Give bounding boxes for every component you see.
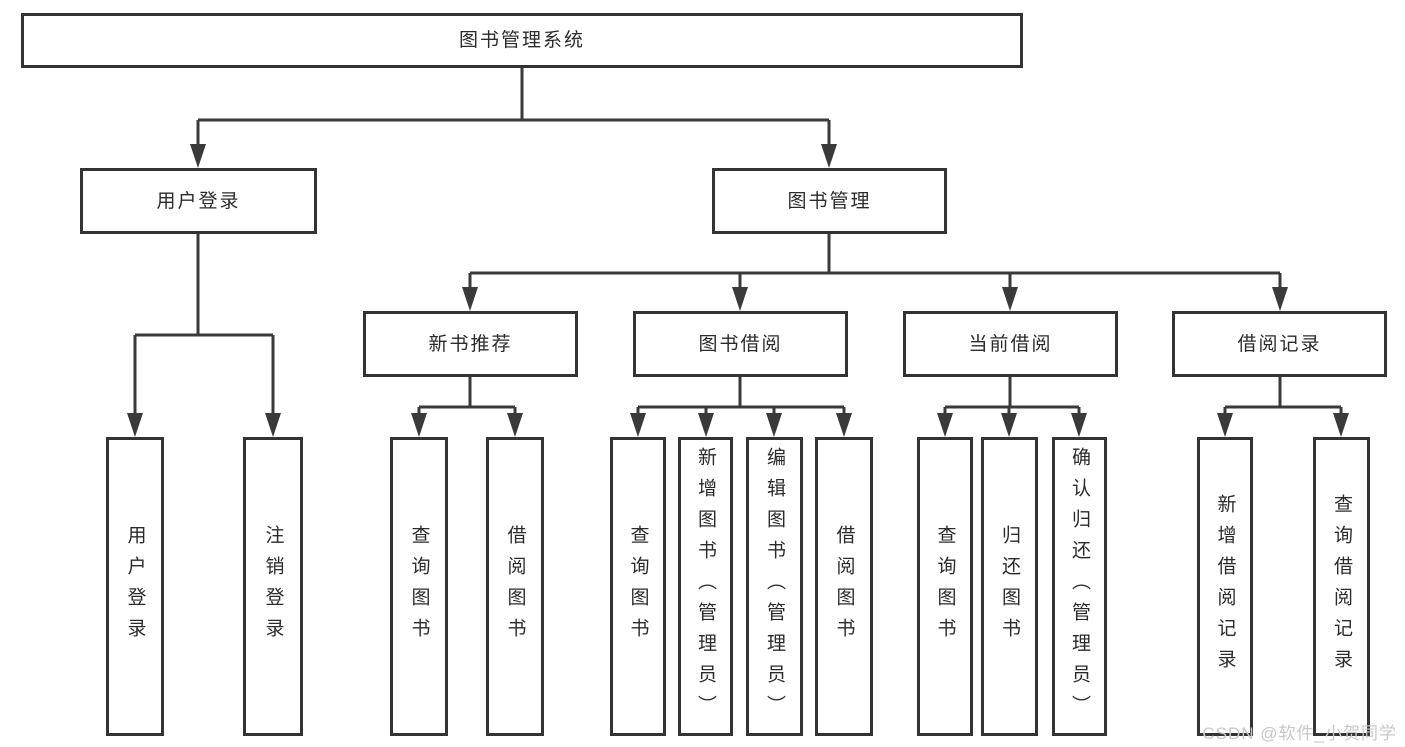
leaf-query-books: 查询图书 xyxy=(390,437,448,736)
node-label: 图书管理系统 xyxy=(458,30,585,51)
connector-shafts xyxy=(133,68,1343,418)
node-label: 借阅图书 xyxy=(504,524,526,649)
leaf-borrow-books: 借阅图书 xyxy=(486,437,544,736)
node-label: 借阅记录 xyxy=(1237,333,1322,355)
leaf-add-book-admin: 新增图书（管理员） xyxy=(678,437,733,736)
leaf-logout: 注销登录 xyxy=(243,437,303,736)
node-label: 借阅图书 xyxy=(833,524,855,649)
node-label: 查询图书 xyxy=(934,524,956,649)
node-library-management-system: 图书管理系统 xyxy=(21,13,1023,68)
leaf-return-books: 归还图书 xyxy=(981,437,1038,736)
node-user-login: 用户登录 xyxy=(80,168,317,234)
node-label: 确认归还（管理员） xyxy=(1069,447,1090,726)
node-label: 新增借阅记录 xyxy=(1214,493,1236,680)
leaf-query-books-3: 查询图书 xyxy=(917,437,973,736)
node-book-borrow: 图书借阅 xyxy=(633,311,848,377)
node-label: 新书推荐 xyxy=(428,333,513,355)
leaf-add-borrow-record: 新增借阅记录 xyxy=(1197,437,1253,736)
arrowheads xyxy=(127,144,1349,437)
leaf-query-borrow-record: 查询借阅记录 xyxy=(1313,437,1370,736)
node-current-borrow: 当前借阅 xyxy=(903,311,1118,377)
leaf-confirm-return-admin: 确认归还（管理员） xyxy=(1052,437,1107,736)
leaf-edit-book-admin: 编辑图书（管理员） xyxy=(746,437,803,736)
leaf-query-books-2: 查询图书 xyxy=(610,437,666,736)
node-borrow-records: 借阅记录 xyxy=(1172,311,1387,377)
csdn-watermark: CSDN @软件_小贺同学 xyxy=(1202,724,1397,743)
node-new-book-recommend: 新书推荐 xyxy=(363,311,578,377)
node-label: 图书借阅 xyxy=(698,333,783,355)
node-label: 查询图书 xyxy=(627,524,649,649)
node-label: 用户登录 xyxy=(124,524,146,649)
node-label: 新增图书（管理员） xyxy=(695,447,716,726)
node-label: 查询借阅记录 xyxy=(1331,493,1352,680)
node-label: 查询图书 xyxy=(408,524,430,649)
leaf-user-login: 用户登录 xyxy=(106,437,164,736)
node-label: 归还图书 xyxy=(999,524,1020,649)
leaf-borrow-books-2: 借阅图书 xyxy=(815,437,873,736)
node-label: 用户登录 xyxy=(156,190,241,212)
node-book-management: 图书管理 xyxy=(712,168,947,234)
node-label: 编辑图书（管理员） xyxy=(764,447,785,726)
node-label: 图书管理 xyxy=(787,190,872,212)
node-label: 当前借阅 xyxy=(968,333,1053,355)
node-label: 注销登录 xyxy=(262,524,284,649)
